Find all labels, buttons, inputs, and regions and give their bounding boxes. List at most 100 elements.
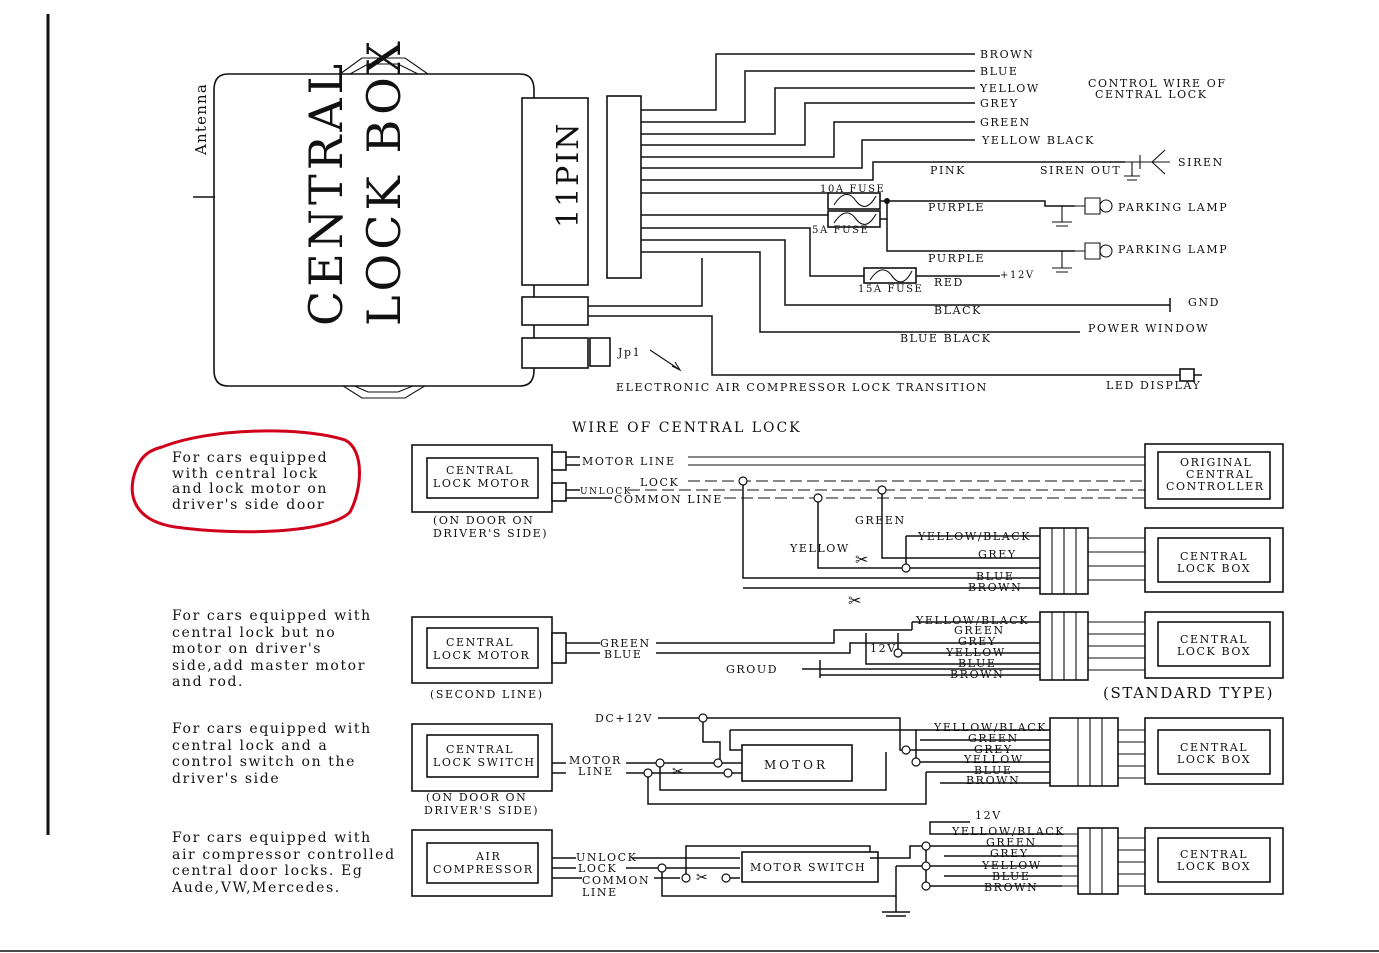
mount-tab-bottom	[339, 383, 429, 399]
s1-wire-blue: BLUE	[976, 570, 1015, 583]
control-wire-label-1: CONTROL WIRE OF	[1088, 77, 1227, 90]
parking-lamp-1-label: PARKING LAMP	[1118, 201, 1228, 214]
s1-wire-brown: BROWN	[968, 581, 1022, 594]
wire-grey: GREY	[980, 97, 1019, 110]
parking-lamp-2-label: PARKING LAMP	[1118, 243, 1228, 256]
s2-green-label: GREEN	[600, 637, 651, 650]
siren-icon	[1125, 155, 1152, 169]
s1-wire-grey: GREY	[978, 548, 1017, 561]
antenna-label: Antenna	[192, 83, 210, 156]
s3-wire-brown: BROWN	[966, 774, 1020, 787]
s3-scissor-icon: ✂	[672, 764, 685, 780]
siren-out-label: SIREN OUT	[1040, 164, 1121, 177]
gnd-label: GND	[1188, 296, 1220, 309]
s3-caption-2: DRIVER'S SIDE)	[424, 804, 539, 817]
s2-12v-label: 12V	[870, 642, 897, 655]
s3-wire-blue: BLUE	[974, 764, 1013, 777]
jumper-jp1	[589, 337, 611, 367]
s3-motor-line-1: MOTOR	[569, 754, 622, 767]
s1-orig-line3: CONTROLLER	[1166, 480, 1265, 493]
central-lock-box	[213, 73, 535, 387]
s2-box-line1: CENTRAL	[446, 636, 514, 649]
highlight-circle	[130, 429, 361, 534]
s4-wire-yellow: YELLOW	[981, 859, 1042, 872]
wire-purple-1: PURPLE	[928, 201, 985, 214]
wire-yellow-black: YELLOW BLACK	[981, 134, 1095, 147]
jumper-label: Jp1	[617, 346, 641, 359]
section-3-note: For cars equipped with central lock and …	[172, 721, 372, 787]
section-1-diagram: CENTRAL LOCK MOTOR (ON DOOR ON DRIVER'S …	[411, 443, 1284, 610]
led-display-label: LED DISPLAY	[1106, 379, 1201, 392]
s1-caption-1: (ON DOOR ON	[433, 514, 534, 527]
s3-wire-green: GREEN	[968, 732, 1019, 745]
s3-clb-line1: CENTRAL	[1180, 741, 1248, 754]
s1-caption-2: DRIVER'S SIDE)	[433, 527, 548, 540]
top-wiring-diagram: CENTRAL LOCK BOX Antenna 11PIN Jp1	[192, 37, 1228, 399]
wire-blue-black: BLUE BLACK	[900, 332, 992, 345]
s4-common-label: COMMON	[582, 874, 650, 887]
box-title-line2: LOCK BOX	[357, 37, 411, 326]
s2-wire-brown: BROWN	[950, 668, 1004, 681]
fuse-10a-label: 10A FUSE	[820, 184, 885, 195]
jumper-block	[521, 337, 589, 369]
s3-motor-label: MOTOR	[764, 758, 828, 772]
wire-red: RED	[934, 276, 964, 289]
s3-wire-yellow: YELLOW	[963, 753, 1024, 766]
s4-wire-grey: GREY	[990, 847, 1029, 860]
section-1-note: For cars equipped with central lock and …	[172, 450, 329, 513]
s4-clb-line2: LOCK BOX	[1177, 860, 1251, 873]
plus12v-label: +12V	[1000, 270, 1035, 281]
mount-tab-top	[339, 57, 429, 75]
section-2-note: For cars equipped with central lock but …	[172, 608, 372, 690]
s1-yellow-label: YELLOW	[789, 542, 850, 555]
wire-section-title: WIRE OF CENTRAL LOCK	[572, 420, 802, 436]
11pin-connector	[521, 97, 589, 286]
s2-caption: (SECOND LINE)	[430, 688, 544, 701]
control-wire-label-2: CENTRAL LOCK	[1095, 88, 1208, 101]
s1-lock-label: LOCK	[640, 476, 679, 489]
s1-clb-line2: LOCK BOX	[1177, 562, 1251, 575]
s1-box-line2: LOCK MOTOR	[433, 477, 530, 490]
wire-purple-2: PURPLE	[928, 252, 985, 265]
s4-wire-blue: BLUE	[992, 870, 1031, 883]
wire-black: BLACK	[934, 304, 982, 317]
wire-blue: BLUE	[980, 65, 1019, 78]
box-title-line1: CENTRAL	[299, 60, 353, 326]
s4-scissor-icon: ✂	[696, 870, 709, 886]
s3-harness-plug	[1049, 717, 1119, 787]
s4-line-label: LINE	[582, 886, 618, 899]
s3-wire-grey: GREY	[974, 743, 1013, 756]
s4-box-line2: COMPRESSOR	[433, 863, 534, 876]
fuse-5a-label: 5A FUSE	[812, 225, 869, 236]
s4-wire-yellow-black: YELLOW/BLACK	[951, 825, 1065, 838]
section-2-diagram: CENTRAL LOCK MOTOR (SECOND LINE) GREEN B…	[411, 611, 1284, 702]
s1-box-line1: CENTRAL	[446, 464, 514, 477]
s2-ground-label: GROUD	[726, 663, 778, 676]
wire-brown: BROWN	[980, 48, 1034, 61]
parking-lamp-1-icon	[1075, 197, 1101, 215]
s2-wire-blue: BLUE	[958, 657, 997, 670]
s3-clb-line2: LOCK BOX	[1177, 753, 1251, 766]
s1-orig-line1: ORIGINAL	[1180, 456, 1252, 469]
s1-scissor-icon-2: ✂	[848, 591, 863, 610]
s2-wire-yellow: YELLOW	[945, 646, 1006, 659]
s2-clb-line1: CENTRAL	[1180, 633, 1248, 646]
s2-clb-line2: LOCK BOX	[1177, 645, 1251, 658]
s4-12v-label: 12V	[975, 809, 1002, 822]
s2-blue-label: BLUE	[604, 648, 643, 661]
standard-type-label: (STANDARD TYPE)	[1103, 684, 1274, 702]
s1-unlock-label: UNLOCK	[580, 487, 632, 497]
siren-label: SIREN	[1178, 156, 1224, 169]
11pin-label: 11PIN	[551, 122, 586, 228]
s3-caption-1: (ON DOOR ON	[426, 791, 527, 804]
s1-wire-yellow-black: YELLOW/BLACK	[917, 530, 1031, 543]
air-compressor-transition-label: ELECTRONIC AIR COMPRESSOR LOCK TRANSITIO…	[616, 381, 988, 394]
s3-wire-yellow-black: YELLOW/BLACK	[933, 721, 1047, 734]
s1-green-label: GREEN	[855, 514, 906, 527]
parking-lamp-2-icon	[1075, 242, 1101, 260]
power-window-label: POWER WINDOW	[1088, 322, 1209, 335]
s3-dc12-label: DC+12V	[595, 712, 653, 725]
harness-plug	[606, 95, 642, 279]
s4-wire-green: GREEN	[986, 836, 1037, 849]
